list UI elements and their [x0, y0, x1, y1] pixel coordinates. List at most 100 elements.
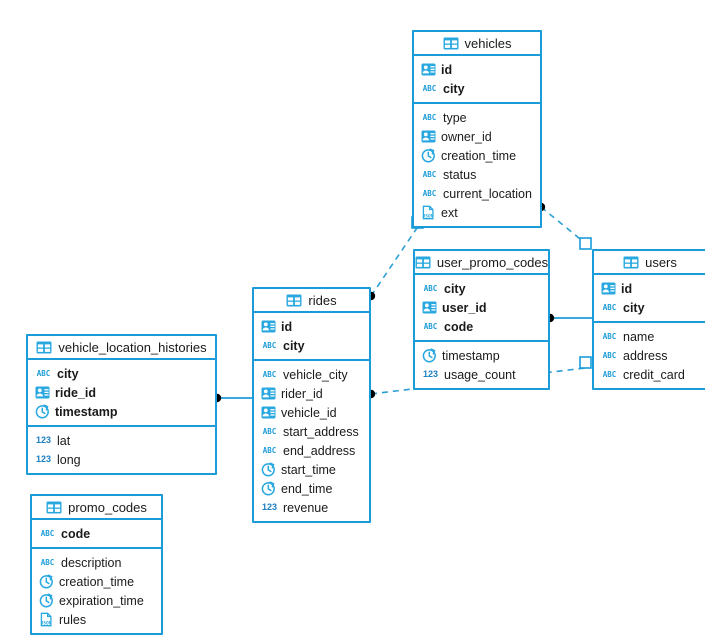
abc-text-icon: ABC — [36, 368, 51, 378]
field-row[interactable]: ABC end_address — [254, 441, 369, 460]
abc-text-icon: ABC — [422, 188, 437, 198]
field-row[interactable]: id — [254, 317, 369, 336]
field-row[interactable]: end_time — [254, 479, 369, 498]
field-row[interactable]: expiration_time — [32, 591, 161, 610]
field-row[interactable]: JSON ext — [414, 203, 540, 222]
connector-endpoint-square — [579, 237, 592, 250]
id-badge-icon — [421, 62, 436, 77]
entity-name: user_promo_codes — [436, 254, 549, 270]
entity-header[interactable]: users — [594, 251, 705, 275]
field-row[interactable]: user_id — [415, 298, 548, 317]
connector-line — [540, 206, 591, 248]
entity-header[interactable]: rides — [254, 289, 369, 313]
id-badge-icon — [601, 281, 616, 296]
field-row[interactable]: timestamp — [28, 402, 215, 421]
field-row[interactable]: ABC address — [594, 346, 705, 365]
field-row[interactable]: rider_id — [254, 384, 369, 403]
field-label: rider_id — [281, 386, 323, 401]
abc-text-icon: ABC — [602, 350, 617, 360]
field-label: expiration_time — [59, 593, 144, 608]
field-row[interactable]: id — [594, 279, 705, 298]
table-icon — [623, 255, 639, 270]
relationship-vehicle-location-histories-rides — [212, 393, 252, 403]
entity-header[interactable]: vehicles — [414, 32, 540, 56]
entity-header[interactable]: vehicle_location_histories — [28, 336, 215, 360]
abc-text-icon: ABC — [262, 445, 277, 455]
clock-icon — [39, 593, 54, 608]
entity-name: vehicle_location_histories — [58, 339, 207, 355]
field-label: id — [281, 319, 293, 334]
field-row[interactable]: timestamp — [415, 346, 548, 365]
abc-text-icon: ABC — [262, 426, 277, 436]
field-label: vehicle_city — [283, 367, 348, 382]
clock-icon — [35, 404, 50, 419]
field-label: description — [61, 555, 122, 570]
123-number-icon: 123 — [261, 502, 278, 512]
connector-line — [370, 227, 418, 297]
field-row[interactable]: creation_time — [414, 146, 540, 165]
field-label: city — [283, 338, 305, 353]
field-row[interactable]: owner_id — [414, 127, 540, 146]
123-number-icon: 123 — [35, 454, 52, 464]
field-label: lat — [57, 433, 71, 448]
entity-header[interactable]: user_promo_codes — [415, 251, 548, 275]
field-label: timestamp — [55, 404, 118, 419]
field-row[interactable]: vehicle_id — [254, 403, 369, 422]
clock-icon — [422, 348, 437, 363]
field-row[interactable]: id — [414, 60, 540, 79]
json-document-icon: JSON — [421, 205, 436, 220]
abc-text-icon: ABC — [423, 283, 438, 293]
field-label: type — [443, 110, 467, 125]
field-label: creation_time — [441, 148, 517, 163]
clock-icon — [261, 462, 276, 477]
field-row[interactable]: start_time — [254, 460, 369, 479]
field-row[interactable]: ride_id — [28, 383, 215, 402]
id-badge-icon — [35, 385, 50, 400]
field-row[interactable]: creation_time — [32, 572, 161, 591]
entity-header[interactable]: promo_codes — [32, 496, 161, 520]
field-label: end_address — [283, 443, 356, 458]
field-label: address — [623, 348, 668, 363]
json-document-icon: JSON — [39, 612, 54, 627]
field-label: timestamp — [442, 348, 500, 363]
abc-text-icon: ABC — [422, 83, 437, 93]
field-label: ext — [441, 205, 458, 220]
123-number-icon: 123 — [422, 369, 439, 379]
field-row[interactable]: ABC city — [415, 279, 548, 298]
abc-text-icon: ABC — [602, 331, 617, 341]
connector-endpoint-square — [579, 356, 592, 369]
field-label: city — [444, 281, 466, 296]
